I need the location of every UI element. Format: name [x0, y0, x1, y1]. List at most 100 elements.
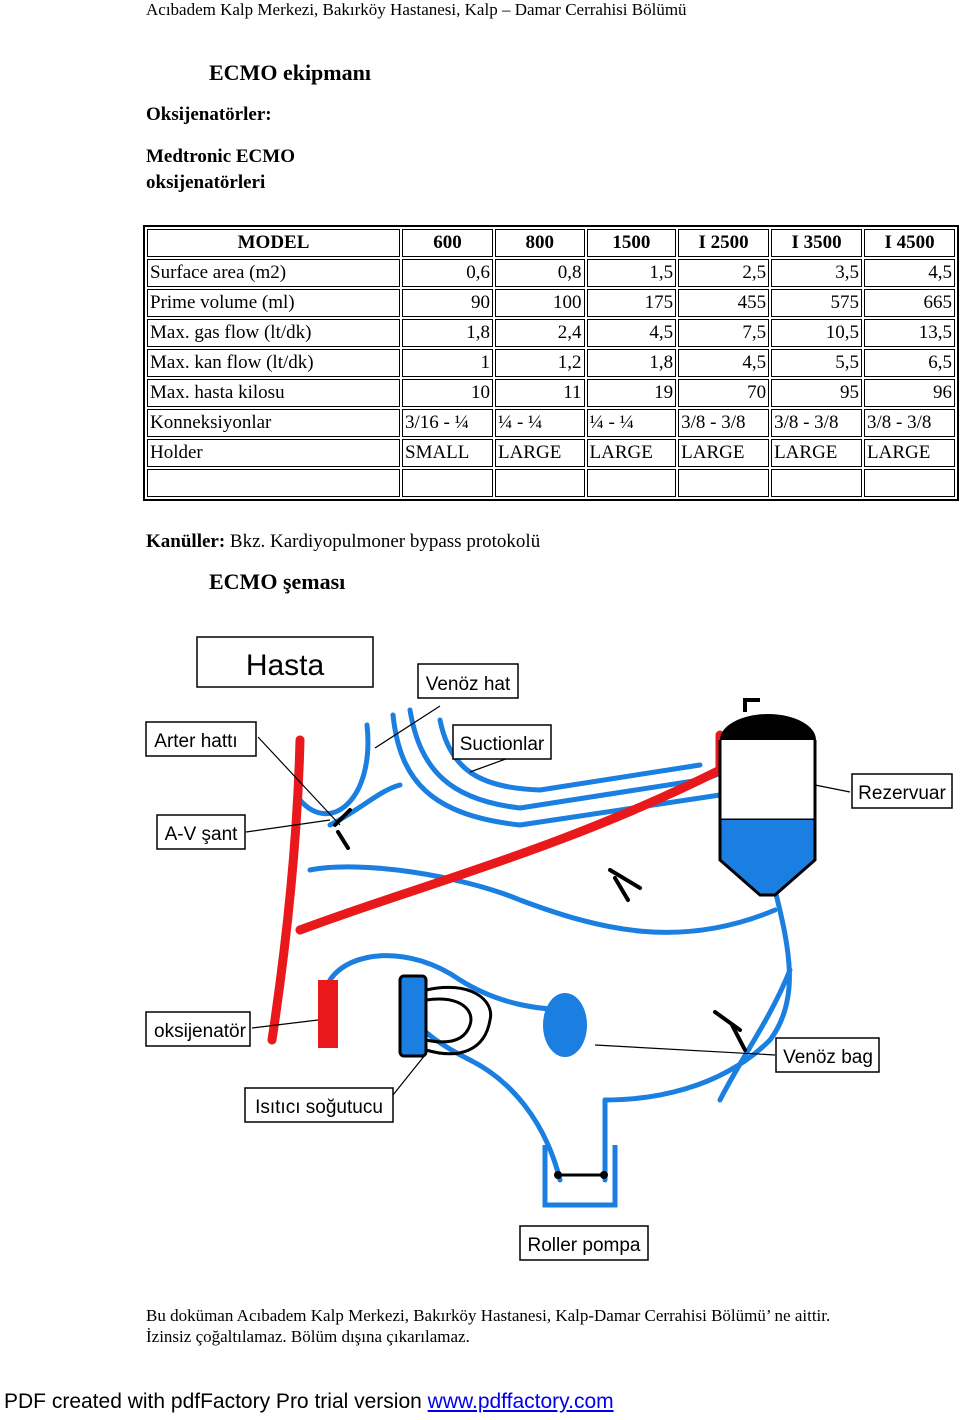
value-cell: 4,5	[864, 259, 955, 287]
value-cell: 10	[402, 379, 493, 407]
footer-notice: Bu doküman Acıbadem Kalp Merkezi, Bakırk…	[146, 1305, 830, 1347]
row-label-cell: Max. hasta kilosu	[147, 379, 400, 407]
value-cell: 13,5	[864, 319, 955, 347]
value-cell: 455	[678, 289, 770, 317]
table-row	[147, 469, 955, 497]
row-label-cell: Max. kan flow (lt/dk)	[147, 349, 400, 377]
value-cell	[678, 469, 770, 497]
value-cell: 3/8 - 3/8	[771, 409, 863, 437]
label-isitici-sogutucu: Isıtıcı soğutucu	[255, 1097, 383, 1118]
value-cell: 3/8 - 3/8	[864, 409, 955, 437]
page-header: Acıbadem Kalp Merkezi, Bakırköy Hastanes…	[146, 0, 687, 19]
label-venoz-bag: Venöz bag	[783, 1047, 873, 1068]
heater-cooler	[398, 974, 493, 1058]
value-cell: 0,6	[402, 259, 493, 287]
label-av-sant: A-V şant	[165, 824, 239, 845]
oxygenator-block	[318, 980, 338, 1048]
label-oksijenator: oksijenatör	[154, 1021, 247, 1042]
reservoir-body	[718, 740, 817, 822]
kanuller-text: Bkz. Kardiyopulmoner bypass protokolü	[225, 531, 541, 552]
value-cell: 3,5	[771, 259, 863, 287]
page-title: ECMO ekipmanı	[209, 60, 371, 85]
arterial-line-main	[267, 735, 305, 1045]
row-label-cell: Max. gas flow (lt/dk)	[147, 319, 400, 347]
value-cell: 11	[494, 379, 585, 407]
value-cell: ¼ - ¼	[494, 409, 585, 437]
section-heading-oksijenatorler: Oksijenatörler:	[146, 104, 272, 125]
value-cell: I 2500	[678, 229, 770, 257]
value-cell: 3/16 - ¼	[402, 409, 493, 437]
value-cell: 1,2	[494, 349, 585, 377]
label-boxes: Hasta Venöz hat Arter hattı Suctionlar A…	[145, 636, 953, 1261]
ecmo-schematic: Hasta Venöz hat Arter hattı Suctionlar A…	[145, 636, 953, 1261]
bypass-line	[307, 864, 778, 935]
label-arter-hatti: Arter hattı	[154, 731, 237, 752]
value-cell: 1,8	[402, 319, 493, 347]
label-suctionlar: Suctionlar	[460, 734, 545, 755]
value-cell	[586, 469, 677, 497]
value-cell: 1,5	[586, 259, 677, 287]
pdf-watermark-bar: PDF created with pdfFactory Pro trial ve…	[4, 1390, 614, 1414]
value-cell: 0,8	[494, 259, 585, 287]
value-cell: SMALL	[402, 439, 493, 467]
bag-line	[717, 967, 793, 1103]
value-cell: 6,5	[864, 349, 955, 377]
footer-line-2: İzinsiz çoğaltılamaz. Bölüm dışına çıkar…	[146, 1327, 470, 1346]
label-roller-pompa: Roller pompa	[528, 1235, 641, 1256]
value-cell: 1	[402, 349, 493, 377]
value-cell: 1500	[586, 229, 677, 257]
kanuller-line: Kanüller: Bkz. Kardiyopulmoner bypass pr…	[146, 531, 540, 553]
schema-title: ECMO şeması	[209, 569, 346, 594]
clamp-2	[608, 868, 642, 902]
venous-line-1	[390, 712, 760, 828]
label-rezervuar: Rezervuar	[858, 783, 946, 804]
row-label-cell: Konneksiyonlar	[147, 409, 400, 437]
reservoir	[718, 698, 817, 897]
value-cell: 800	[494, 229, 585, 257]
clamp-3	[713, 1010, 747, 1052]
value-cell: 70	[678, 379, 770, 407]
arterial-lines	[267, 730, 725, 1045]
row-label-cell: Surface area (m2)	[147, 259, 400, 287]
value-cell: 4,5	[678, 349, 770, 377]
value-cell: 2,5	[678, 259, 770, 287]
value-cell	[771, 469, 863, 497]
pdffactory-link[interactable]: www.pdffactory.com	[427, 1390, 614, 1413]
ox-top-link	[327, 953, 578, 1013]
value-cell: 10,5	[771, 319, 863, 347]
pdf-bar-text: PDF created with pdfFactory Pro trial ve…	[4, 1390, 428, 1413]
medtronic-heading-line1: Medtronic ECMO	[146, 146, 295, 167]
venous-line-4	[297, 722, 371, 817]
value-cell: 19	[586, 379, 677, 407]
reservoir-vent	[743, 698, 760, 712]
value-cell: 7,5	[678, 319, 770, 347]
label-hasta: Hasta	[246, 649, 325, 682]
roller-pump	[542, 1145, 618, 1208]
medtronic-heading-line2: oksijenatörleri	[146, 172, 266, 193]
arterial-line-cross	[295, 730, 725, 935]
value-cell: 96	[864, 379, 955, 407]
row-label-cell: Holder	[147, 439, 400, 467]
footer-line-1: Bu doküman Acıbadem Kalp Merkezi, Bakırk…	[146, 1306, 831, 1325]
value-cell: LARGE	[494, 439, 585, 467]
value-cell	[402, 469, 493, 497]
value-cell: LARGE	[586, 439, 677, 467]
reservoir-outline	[718, 740, 817, 897]
row-label-cell	[147, 469, 400, 497]
value-cell: 90	[402, 289, 493, 317]
value-cell: 600	[402, 229, 493, 257]
value-cell	[494, 469, 585, 497]
value-cell: LARGE	[864, 439, 955, 467]
value-cell	[864, 469, 955, 497]
section-heading-medtronic: Medtronic ECMO oksijenatörleri	[146, 144, 295, 196]
row-label-cell: MODEL	[147, 229, 400, 257]
reservoir-blood	[720, 820, 815, 895]
